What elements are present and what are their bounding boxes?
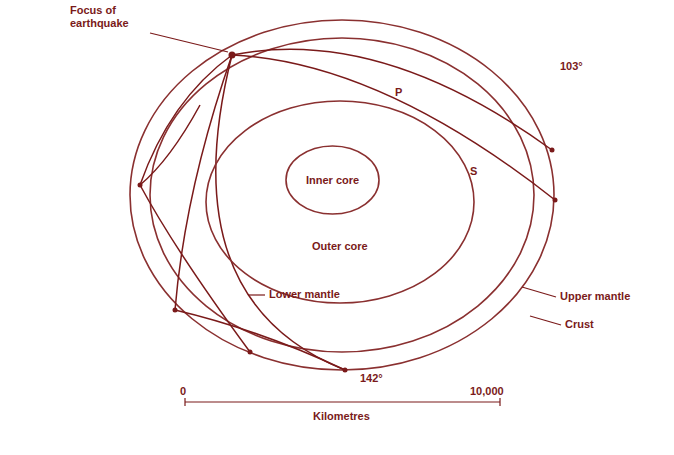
leader-line <box>530 316 561 325</box>
leader-line <box>522 287 556 297</box>
core-outline <box>205 100 475 304</box>
layer-label: Inner core <box>306 174 359 187</box>
wave-path <box>140 55 232 185</box>
layer-label: Crust <box>565 318 594 331</box>
earthquake-focus <box>229 52 236 59</box>
layer-label: Lower mantle <box>269 288 340 301</box>
scale-unit: Kilometres <box>313 410 370 423</box>
station-dot <box>173 308 178 313</box>
inner-core: Inner core <box>285 145 380 215</box>
wave-label: S <box>470 165 477 178</box>
wave-path <box>232 49 552 150</box>
scale-tick <box>499 398 500 406</box>
layer-label: Outer core <box>312 240 368 253</box>
wave-path <box>140 185 250 352</box>
wave-path <box>232 55 555 200</box>
upper-mantle-outline <box>150 38 534 352</box>
leader-line <box>248 294 265 295</box>
wave-path <box>175 310 345 370</box>
angle-label: 103° <box>560 60 583 73</box>
layer-label: Upper mantle <box>560 290 630 303</box>
angle-label: 142° <box>360 372 383 385</box>
scale-number: 10,000 <box>470 385 504 398</box>
station-dot <box>550 148 555 153</box>
station-dot <box>138 183 143 188</box>
station-dot <box>248 350 253 355</box>
station-dot <box>553 198 558 203</box>
wave-path <box>140 105 200 185</box>
wave-label: P <box>395 86 402 99</box>
focus-label: Focus of earthquake <box>70 4 165 30</box>
station-dot <box>343 368 348 373</box>
scale-number: 0 <box>180 385 186 398</box>
crust-outline <box>130 20 554 370</box>
outer-core: Outer core Inner core <box>205 100 475 304</box>
scale-tick <box>184 398 185 406</box>
leader-line <box>150 33 228 52</box>
scale-bar <box>185 401 500 402</box>
